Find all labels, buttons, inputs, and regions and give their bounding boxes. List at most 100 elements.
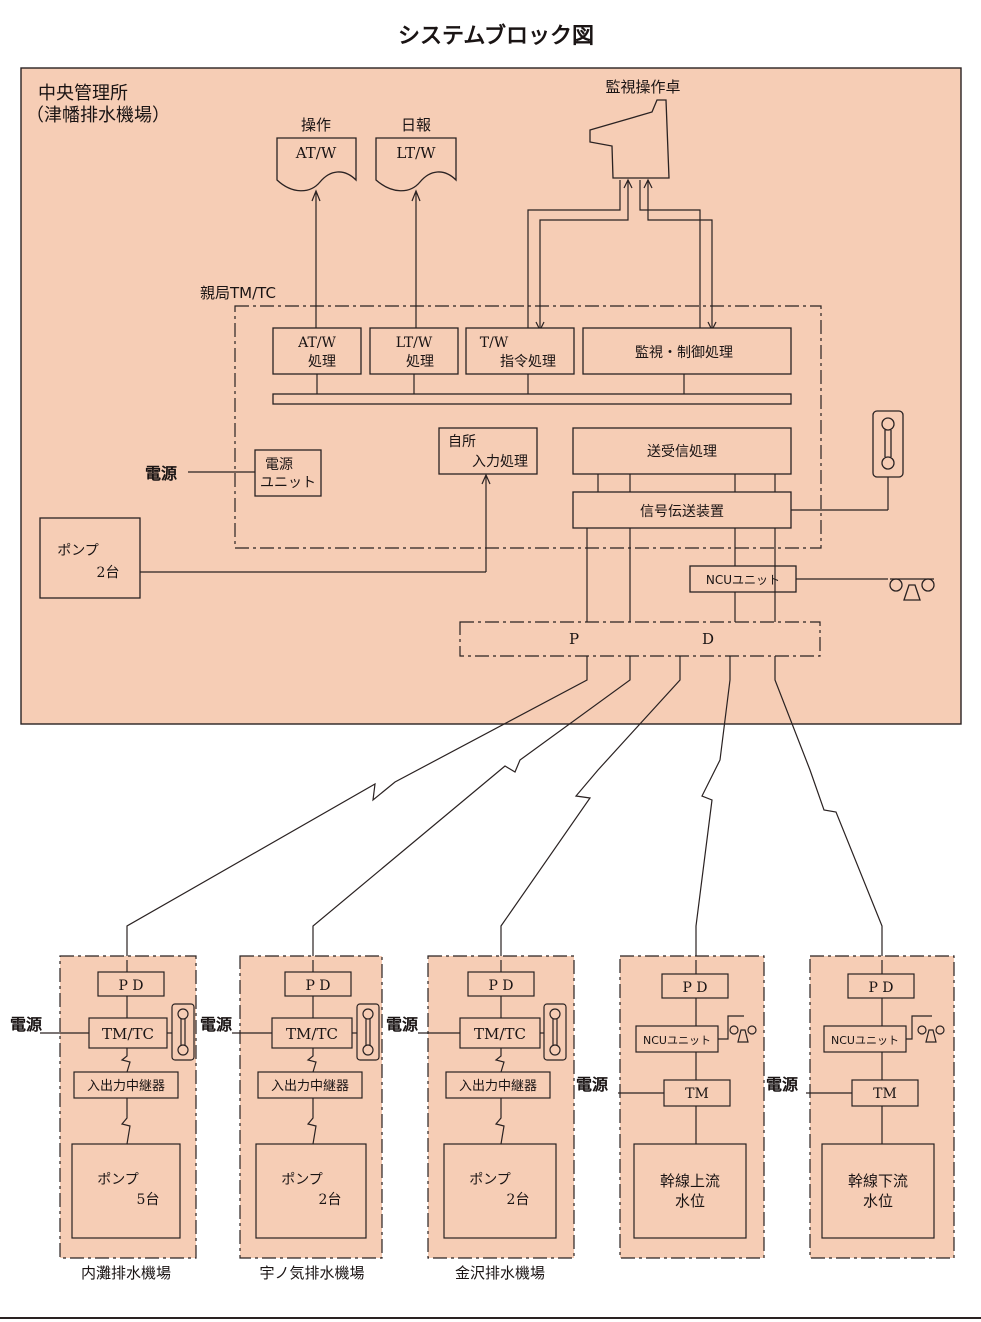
tw-command-text: T/W [480,335,509,351]
operation-printer: 操作 AT/W [276,116,357,192]
pd-central-box [459,621,821,657]
line-coupler-icon [889,578,935,601]
station-relay-box [257,1071,363,1099]
station-tm-box [663,1079,731,1107]
station-ncu-box [823,1025,907,1053]
power-unit-box [254,449,322,497]
station-pd-text: P D [305,978,330,994]
station-water-text: 幹線下流 [848,1172,908,1190]
internal-bus [272,393,792,405]
station-ncu-text: NCUユニット [831,1034,899,1047]
monitor-control-box [582,327,792,375]
station-pd-text: P D [488,978,513,994]
tw-command-box [465,327,575,375]
daily-report-printer: 日報 LT/W [375,116,457,192]
line-to-downstream [774,656,883,960]
ncu-unit-text: NCUユニット [706,573,780,587]
signal-transmission-box [572,491,792,529]
pump-central-text: ポンプ [57,543,99,559]
station-pd-box [661,973,729,999]
atw-processing-text: AT/W [297,335,336,351]
power-unit-text: 電源 [265,457,293,473]
transceiver-text: 送受信処理 [647,444,717,460]
station-water-box [633,1143,747,1239]
station-unoke: P D TM/TC 入出力中継器 ポンプ 2台 電源 宇ノ気排水機場 [200,955,383,1282]
station-power-label: 電源 [200,1015,232,1034]
station-pd-box [467,971,535,997]
ltw-processing-text2: 処理 [406,354,434,370]
station-pd-box [97,971,165,997]
handset-icon [171,1003,195,1061]
station-relay-text: 入出力中継器 [271,1079,349,1094]
ncu-unit-box [689,565,797,593]
station-water-text2: 水位 [675,1192,705,1210]
console-label: 監視操作卓 [605,78,680,96]
station-pd-text: P D [868,980,893,996]
monitor-control-text: 監視・制御処理 [635,344,733,361]
station-pd-text: P D [682,980,707,996]
station-relay-text: 入出力中継器 [87,1079,165,1094]
station-pd-box [284,971,352,997]
line-to-kanazawa [500,656,681,960]
transceiver-box [572,427,792,475]
station-pump-count: 2台 [319,1192,342,1208]
line-to-unoke [312,656,631,960]
station-tm-text: TM [873,1086,897,1102]
station-pump-box [443,1143,557,1239]
tw-command-text2: 指令処理 [500,354,556,370]
station-upstream-level: P D NCUユニット TM 幹線上流 水位 電源 [576,955,765,1259]
station-uchinada: P D TM/TC 入出力中継器 ポンプ 5台 電源 内灘排水機場 [10,955,197,1282]
station-pump-count: 5台 [137,1192,160,1208]
central-name: 中央管理所 [38,83,128,104]
self-input-box [438,427,538,475]
station-pump-box [255,1143,367,1239]
ltw-processing-text: LT/W [396,335,433,351]
self-input-text2: 入力処理 [472,454,528,470]
handset-icon [543,1003,567,1061]
station-water-box [821,1143,935,1239]
operation-device-label: AT/W [295,144,337,162]
line-to-upstream [695,656,731,960]
station-name: 金沢排水機場 [455,1264,545,1282]
station-downstream-level: P D NCUユニット TM 幹線下流 水位 電源 [766,955,955,1259]
station-pd-text: P D [118,978,143,994]
station-name: 内灘排水機場 [81,1264,171,1282]
daily-label: 日報 [401,116,431,134]
station-tmtc-text: TM/TC [474,1025,526,1043]
station-relay-text: 入出力中継器 [459,1079,537,1094]
station-pump-box [71,1143,181,1239]
line-to-uchinada [126,656,588,960]
station-pump-text: ポンプ [97,1172,139,1188]
self-input-text: 自所 [448,434,476,450]
station-pump-text: ポンプ [281,1172,323,1188]
station-pump-count: 2台 [507,1192,530,1208]
station-pd-box [847,973,915,999]
pump-central-box [39,517,141,599]
pump-central-text2: 2台 [97,565,120,581]
station-tm-text: TM [685,1086,709,1102]
station-tm-box [851,1079,919,1107]
monitor-console-icon [589,99,670,179]
pd-central-p: P [569,630,579,648]
station-ncu-box [635,1025,719,1053]
handset-icon [356,1003,380,1061]
station-power-label: 電源 [10,1015,42,1034]
station-tmtc-text: TM/TC [102,1025,154,1043]
station-tmtc-text: TM/TC [286,1025,338,1043]
ltw-processing-box [369,327,459,375]
station-water-text2: 水位 [863,1192,893,1210]
atw-processing-text2: 処理 [308,354,336,370]
station-power-label: 電源 [386,1015,418,1034]
station-ncu-text: NCUユニット [643,1034,711,1047]
central-power-label: 電源 [145,464,177,483]
station-relay-box [73,1071,179,1099]
station-relay-box [445,1071,551,1099]
station-water-text: 幹線上流 [660,1172,720,1190]
power-unit-text2: ユニット [260,475,316,491]
station-kanazawa: P D TM/TC 入出力中継器 ポンプ 2台 電源 金沢排水機場 [386,955,575,1282]
central-name-sub: （津幡排水機場） [26,105,170,126]
atw-processing-box [272,327,362,375]
station-name: 宇ノ気排水機場 [259,1264,364,1282]
operation-label: 操作 [301,116,331,134]
